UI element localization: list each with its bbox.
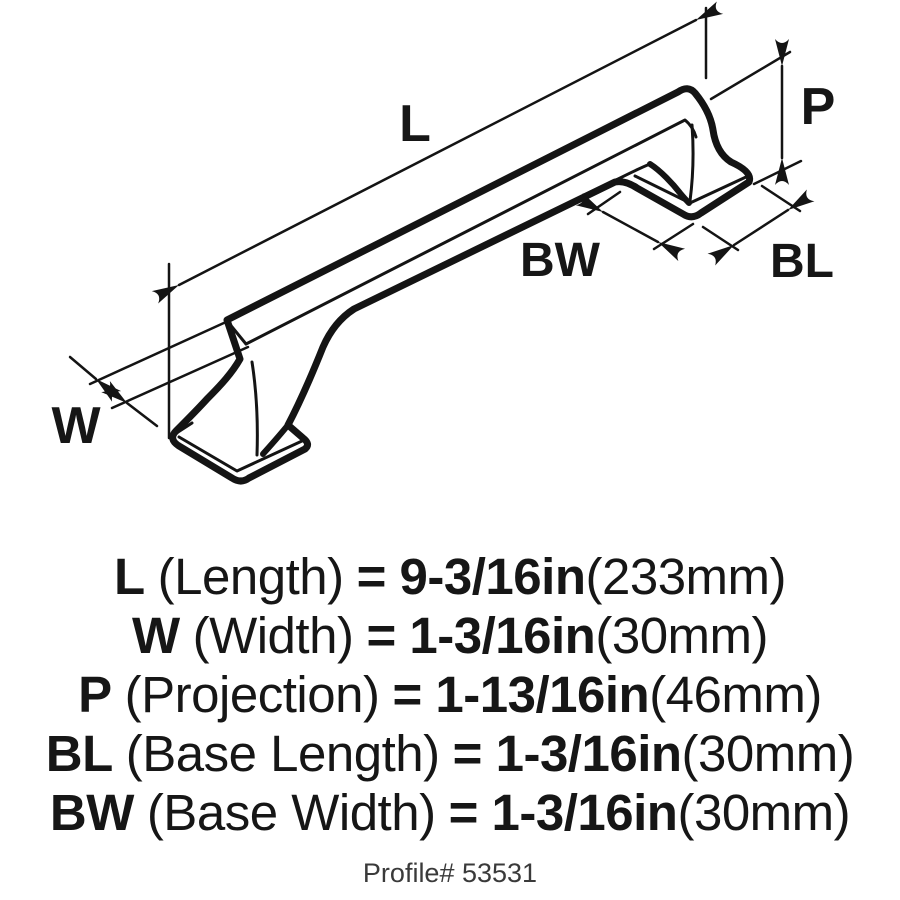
label-width: W [51,397,101,455]
spec-abbr: W [131,607,180,664]
label-projection: P [801,78,836,136]
spec-abbr: L [113,548,145,605]
spec-name: (Projection) [124,666,380,723]
spec-value-mm: (30mm) [681,725,855,782]
base-length-extension-line-left [701,225,740,252]
spec-line-base-width: BW(Base Width)= 1-3/16in(30mm) [0,783,900,842]
left-neck-crease-line [250,360,259,457]
spec-value-inches: = 1-3/16in [448,784,678,841]
projection-extension-line-bottom [752,159,803,186]
spec-line-width: W(Width)= 1-3/16in(30mm) [0,606,900,665]
width-arrow-lower [101,381,159,428]
length-dimension-line [151,1,724,304]
spec-name: (Length) [157,548,344,605]
handle-outline [169,85,754,485]
spec-value-inches: = 1-3/16in [452,725,682,782]
dimension-spec-list: L(Length)= 9-3/16in(233mm) W(Width)= 1-3… [0,547,900,842]
label-length: L [399,95,431,153]
base-width-extension-line-right [652,222,695,251]
projection-extension-line-top [709,50,792,101]
spec-name: (Base Length) [125,725,440,782]
base-length-extension-line-right [760,184,802,213]
spec-name: (Base Width) [146,784,436,841]
left-base-back-edge [173,421,194,436]
spec-abbr: BL [45,725,113,782]
width-arrow-upper [68,355,122,402]
width-extension-line-upper [88,320,228,386]
left-base-thickness-line [177,435,304,473]
spec-value-inches: = 1-13/16in [392,666,650,723]
left-neck-chamfer-line [181,361,241,426]
handle-end-face-line [226,320,248,346]
spec-name: (Width) [192,607,354,664]
spec-line-projection: P(Projection)= 1-13/16in(46mm) [0,665,900,724]
base-width-dimension-line [575,192,686,262]
spec-value-mm: (30mm) [677,784,851,841]
profile-number: Profile# 53531 [362,858,538,888]
spec-abbr: BW [49,784,134,841]
label-base-width: BW [520,234,601,287]
spec-value-inches: = 9-3/16in [356,548,586,605]
handle-dimension-drawing: L W P BW BL [51,1,836,485]
spec-value-mm: (30mm) [595,607,769,664]
label-base-length: BL [770,235,834,288]
width-extension-line-lower [110,345,250,410]
base-length-dimension-line [707,189,815,266]
spec-abbr: P [78,666,112,723]
left-neck-flare-seam [260,422,291,457]
spec-value-mm: (233mm) [585,548,787,605]
spec-line-length: L(Length)= 9-3/16in(233mm) [0,547,900,606]
spec-line-base-length: BL(Base Length)= 1-3/16in(30mm) [0,724,900,783]
spec-value-inches: = 1-3/16in [366,607,596,664]
spec-value-mm: (46mm) [649,666,822,723]
